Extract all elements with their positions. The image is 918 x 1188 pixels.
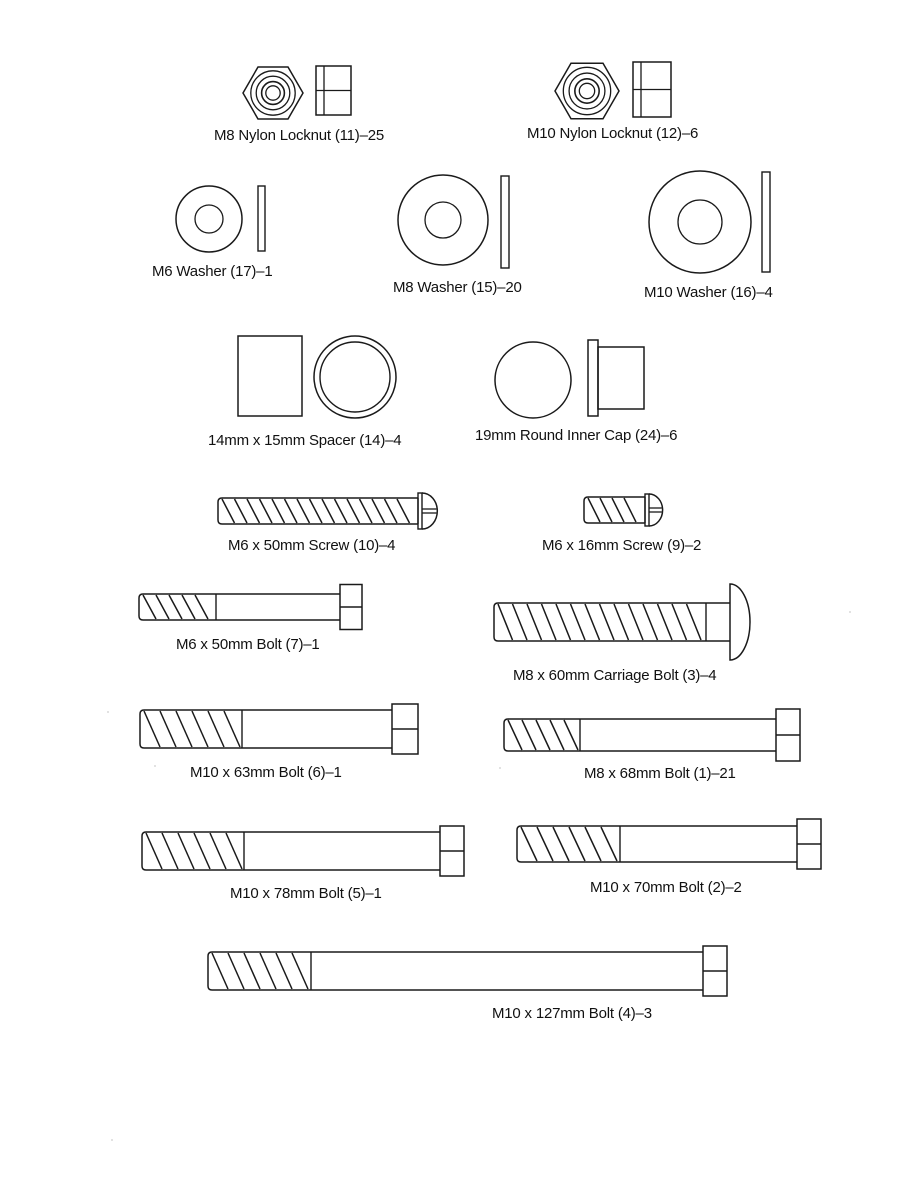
m8-nylon-locknut-icon xyxy=(242,65,352,120)
m6x50-bolt-icon xyxy=(138,583,363,631)
label-m8x68-bolt: M8 x 68mm Bolt (1)–21 xyxy=(584,765,736,782)
label-spacer: 14mm x 15mm Spacer (14)–4 xyxy=(208,432,402,449)
label-m6x50-screw: M6 x 50mm Screw (10)–4 xyxy=(228,537,396,554)
label-inner-cap: 19mm Round Inner Cap (24)–6 xyxy=(475,427,678,444)
m8x68-bolt-icon xyxy=(503,708,801,762)
m10x127-bolt-icon xyxy=(207,945,728,997)
label-m6-washer: M6 Washer (17)–1 xyxy=(152,263,273,280)
round-cap-icon xyxy=(494,339,645,419)
label-m10x63-bolt: M10 x 63mm Bolt (6)–1 xyxy=(190,764,342,781)
label-m6x50-bolt: M6 x 50mm Bolt (7)–1 xyxy=(176,636,320,653)
label-m10-nylon-locknut: M10 Nylon Locknut (12)–6 xyxy=(527,125,699,142)
label-m8-nylon-locknut: M8 Nylon Locknut (11)–25 xyxy=(214,127,385,144)
label-m10x127-bolt: M10 x 127mm Bolt (4)–3 xyxy=(492,1005,652,1022)
m10-washer-icon xyxy=(648,170,771,274)
label-m8x60-carriage-bolt: M8 x 60mm Carriage Bolt (3)–4 xyxy=(513,667,717,684)
label-m8-washer: M8 Washer (15)–20 xyxy=(393,279,522,296)
m10x78-bolt-icon xyxy=(141,825,465,877)
m6-washer-icon xyxy=(175,185,266,253)
m6x50-screw-icon xyxy=(217,492,439,530)
m10x63-bolt-icon xyxy=(139,703,419,755)
label-m10x70-bolt: M10 x 70mm Bolt (2)–2 xyxy=(590,879,742,896)
m8-washer-icon xyxy=(397,174,510,269)
m6x16-screw-icon xyxy=(583,493,664,527)
label-m10-washer: M10 Washer (16)–4 xyxy=(644,284,773,301)
label-m10x78-bolt: M10 x 78mm Bolt (5)–1 xyxy=(230,885,382,902)
carriage-bolt-icon xyxy=(493,583,751,661)
m10-nylon-locknut-icon xyxy=(554,61,672,120)
label-m6x16-screw: M6 x 16mm Screw (9)–2 xyxy=(542,537,702,554)
spacer-icon xyxy=(237,335,397,419)
m10x70-bolt-icon xyxy=(516,818,822,870)
